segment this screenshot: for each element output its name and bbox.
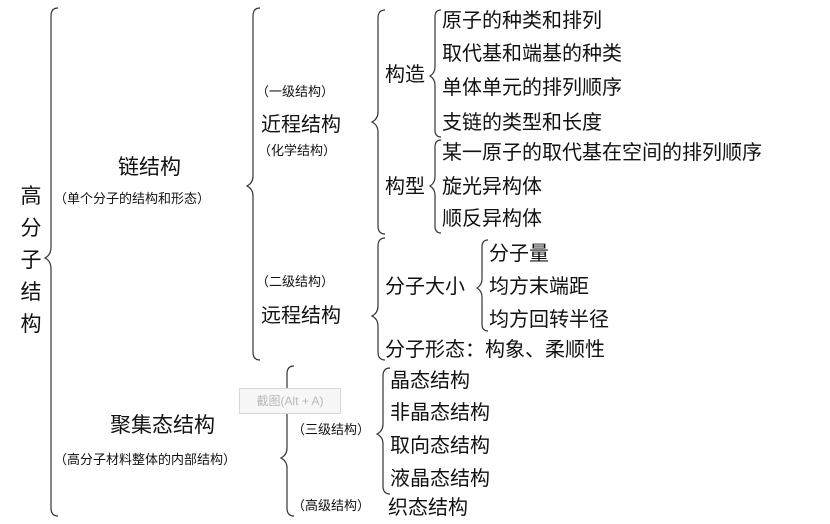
aggregate-structure-sub: （高分子材料整体的内部结构） (54, 453, 237, 468)
far-range-label: 远程结构 (261, 303, 341, 327)
brace-chain (245, 7, 261, 361)
molecular-shape: 分子形态：构象、柔顺性 (385, 337, 605, 361)
brace-aggregate (279, 365, 295, 517)
near-range-sub: （化学结构） (258, 144, 337, 159)
configuration-item: 某一原子的取代基在空间的排列顺序 (442, 140, 762, 164)
higher-item: 织态结构 (388, 495, 468, 519)
construction-label: 构造 (385, 62, 425, 86)
chain-structure-sub: （单个分子的结构和形态） (54, 192, 211, 207)
brace-near (370, 9, 386, 235)
aggregate-structure-label: 聚集态结构 (110, 413, 215, 437)
tertiary-level: （三级结构） (292, 423, 371, 438)
near-range-label: 近程结构 (261, 112, 341, 136)
brace-construction (428, 9, 442, 138)
molecular-size-label: 分子大小 (385, 274, 465, 298)
configuration-item: 顺反异构体 (442, 206, 542, 230)
brace-configuration (428, 139, 442, 234)
root-label: 高分子结构 (20, 184, 42, 336)
screenshot-tooltip: 截图(Alt + A) (239, 388, 341, 414)
higher-level: （高级结构） (292, 499, 371, 514)
brace-far (370, 237, 386, 361)
brace-root (43, 7, 59, 517)
construction-item: 单体单元的排列顺序 (442, 75, 622, 99)
near-range-level: （一级结构） (256, 85, 335, 100)
tertiary-item: 液晶态结构 (390, 466, 490, 490)
construction-item: 取代基和端基的种类 (442, 41, 622, 65)
tertiary-item: 取向态结构 (390, 433, 490, 457)
brace-size (475, 239, 489, 332)
tertiary-item: 晶态结构 (390, 368, 470, 392)
molecular-size-item: 分子量 (489, 241, 549, 265)
configuration-item: 旋光异构体 (442, 174, 542, 198)
molecular-size-item: 均方末端距 (489, 274, 589, 298)
brace-tertiary (375, 367, 391, 495)
configuration-label: 构型 (385, 174, 425, 198)
tertiary-item: 非晶态结构 (390, 400, 490, 424)
molecular-size-item: 均方回转半径 (489, 307, 609, 331)
construction-item: 支链的类型和长度 (442, 110, 602, 134)
far-range-level: （二级结构） (256, 275, 335, 290)
chain-structure-label: 链结构 (118, 155, 181, 179)
construction-item: 原子的种类和排列 (442, 8, 602, 32)
